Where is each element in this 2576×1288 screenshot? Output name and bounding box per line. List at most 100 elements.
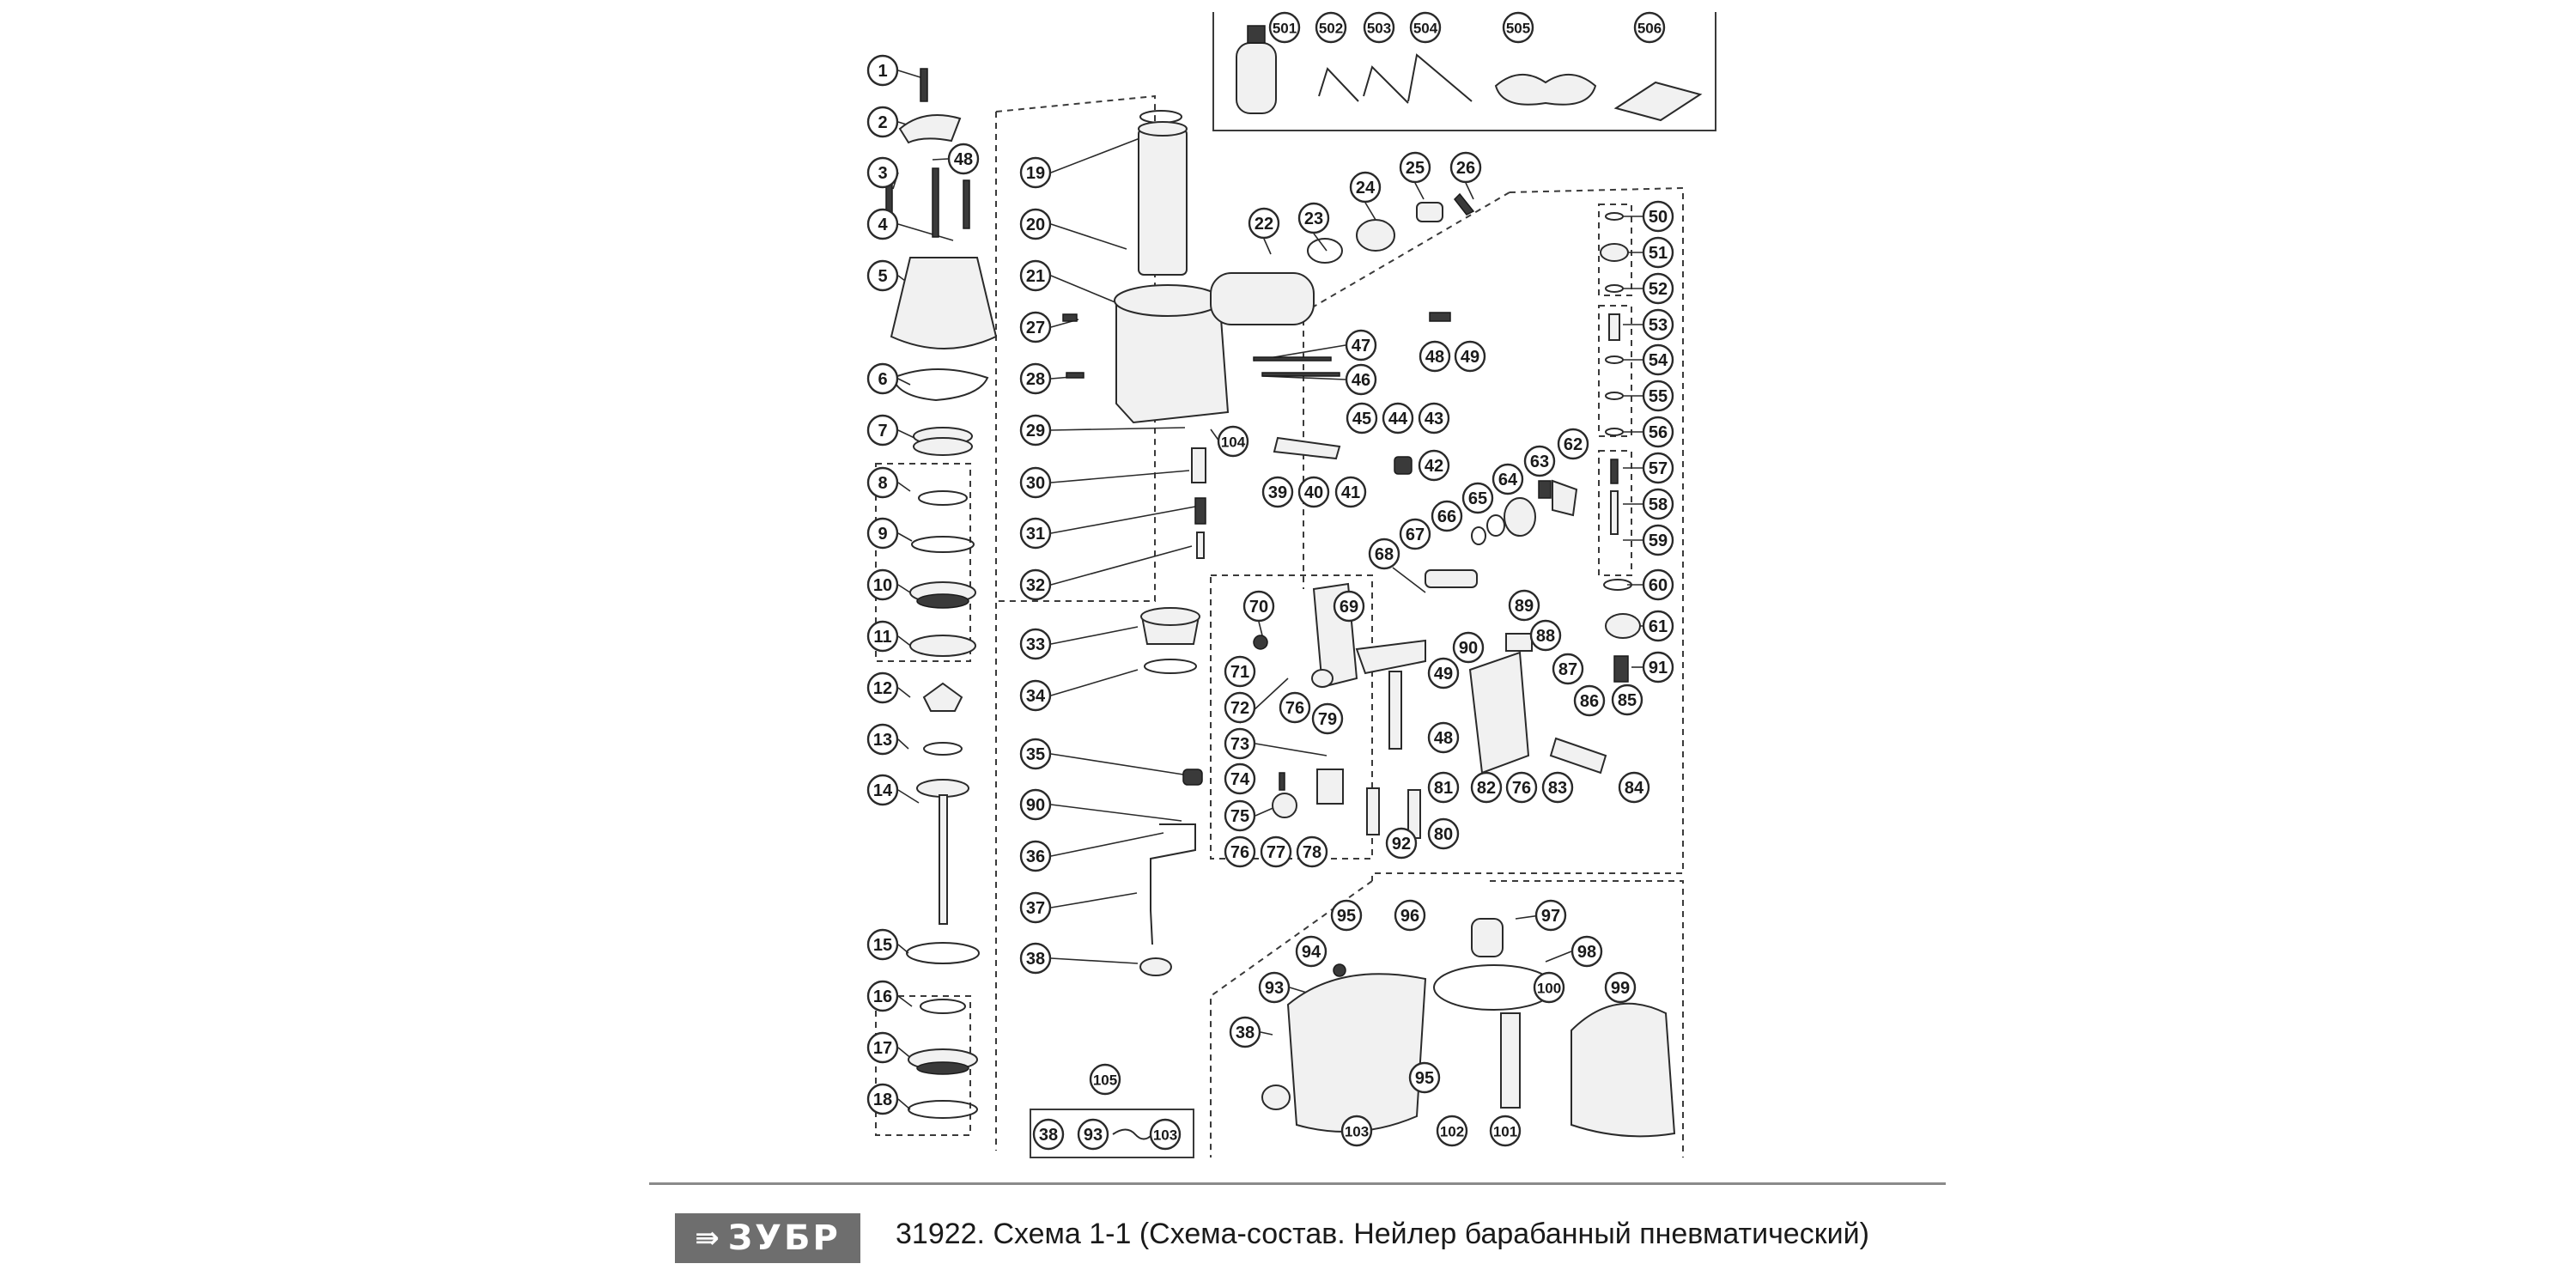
callout-number: 66 (1437, 507, 1456, 526)
callout-number: 1 (878, 62, 887, 81)
part-callout-52: 52 (1642, 272, 1674, 305)
part-callout-89: 89 (1508, 589, 1540, 622)
callout-number: 78 (1303, 843, 1321, 862)
callout-circle (1297, 476, 1330, 508)
callout-circle (1633, 11, 1666, 44)
caption-text: Схема 1-1 (Схема-состав. Нейлер барабанн… (985, 1218, 1869, 1250)
callout-circle (1248, 207, 1280, 240)
callout-circle (1436, 1115, 1468, 1147)
callout-circle (866, 671, 899, 704)
callout-circle (1330, 899, 1363, 932)
part-callout-61: 61 (1642, 610, 1674, 642)
part-callout-60: 60 (1642, 568, 1674, 601)
part-callout-45: 45 (1346, 402, 1378, 434)
callout-number: 2 (878, 113, 887, 132)
callout-number: 65 (1468, 489, 1487, 508)
callout-circle (1382, 402, 1414, 434)
part-callout-97: 97 (1534, 899, 1567, 932)
callout-number: 89 (1515, 597, 1534, 616)
part-callout-9: 9 (866, 517, 899, 550)
callout-circle (1642, 610, 1674, 642)
callout-circle (1333, 590, 1365, 623)
part-callout-13: 13 (866, 723, 899, 756)
part-callout-1: 1 (866, 54, 899, 87)
part-callout-37: 37 (1019, 891, 1052, 924)
accessory-callout-502: 502 (1315, 11, 1347, 44)
part-callout-99: 99 (1604, 971, 1637, 1004)
callout-number: 49 (1434, 665, 1453, 683)
callout-number: 48 (954, 150, 973, 169)
callout-number: 90 (1026, 796, 1045, 815)
callout-circle (866, 928, 899, 961)
callout-number: 99 (1611, 979, 1630, 998)
callout-circle (866, 1031, 899, 1064)
callout-number: 82 (1477, 779, 1496, 798)
part-callout-73: 73 (1224, 727, 1256, 760)
part-callout-47: 47 (1345, 329, 1377, 361)
callout-circle (1409, 11, 1442, 44)
part-callout-44: 44 (1382, 402, 1414, 434)
part-callout-91: 91 (1642, 651, 1674, 683)
part-callout-62: 62 (1557, 428, 1589, 460)
callout-circle (1419, 340, 1451, 373)
callout-circle (1604, 971, 1637, 1004)
callout-circle (1642, 200, 1674, 233)
callout-circle (1427, 817, 1460, 850)
part-callout-93: 93 (1258, 971, 1291, 1004)
callout-number: 98 (1577, 943, 1596, 962)
callout-circle (1019, 414, 1052, 447)
callout-circle (1019, 362, 1052, 395)
callout-circle (1642, 272, 1674, 305)
callout-number: 37 (1026, 899, 1045, 918)
callout-circle (1642, 380, 1674, 412)
part-callout-93: 93 (1077, 1118, 1109, 1151)
part-callout-90: 90 (1452, 631, 1485, 664)
callout-number: 95 (1415, 1069, 1434, 1088)
part-callout-42: 42 (1418, 449, 1450, 482)
callout-number: 59 (1649, 532, 1668, 550)
callout-circle (1571, 935, 1603, 968)
callout-circle (1019, 628, 1052, 660)
callout-circle (1394, 899, 1426, 932)
callout-circle (1399, 151, 1431, 184)
callout-circle (1534, 899, 1567, 932)
callout-number: 103 (1153, 1127, 1177, 1144)
callout-number: 31 (1026, 525, 1045, 544)
oil-bottle-icon (1236, 25, 1277, 114)
part-callout-88: 88 (1529, 619, 1562, 652)
part-callout-6: 6 (866, 362, 899, 395)
callout-number: 62 (1564, 435, 1583, 454)
callout-number: 58 (1649, 495, 1668, 514)
part-callout-19: 19 (1019, 156, 1052, 189)
part-callout-4: 4 (866, 208, 899, 240)
callout-number: 506 (1637, 21, 1662, 37)
callout-number: 76 (1512, 779, 1531, 798)
callout-number: 49 (1461, 348, 1479, 367)
callout-number: 68 (1375, 545, 1394, 564)
part-callout-92: 92 (1385, 827, 1418, 860)
callout-number: 69 (1340, 598, 1358, 617)
part-callout-101: 101 (1489, 1115, 1522, 1147)
part-callout-100: 100 (1533, 971, 1565, 1004)
part-callout-15: 15 (866, 928, 899, 961)
callout-number: 85 (1618, 691, 1637, 710)
callout-number: 32 (1026, 576, 1045, 595)
callout-number: 505 (1506, 21, 1530, 37)
callout-number: 76 (1285, 699, 1304, 718)
callout-number: 6 (878, 370, 887, 389)
part-callout-76: 76 (1224, 835, 1256, 868)
callout-circle (1427, 771, 1460, 804)
callout-number: 84 (1625, 779, 1644, 798)
part-callout-81: 81 (1427, 771, 1460, 804)
part-callout-16: 16 (866, 980, 899, 1012)
callout-circle (1077, 1118, 1109, 1151)
part-callout-83: 83 (1541, 771, 1574, 804)
part-callout-59: 59 (1642, 524, 1674, 556)
callout-number: 57 (1649, 459, 1668, 478)
callout-circle (1019, 208, 1052, 240)
callout-circle (1149, 1118, 1182, 1151)
callout-number: 73 (1230, 735, 1249, 754)
callout-number: 24 (1356, 179, 1376, 197)
accessory-callout-505: 505 (1502, 11, 1534, 44)
